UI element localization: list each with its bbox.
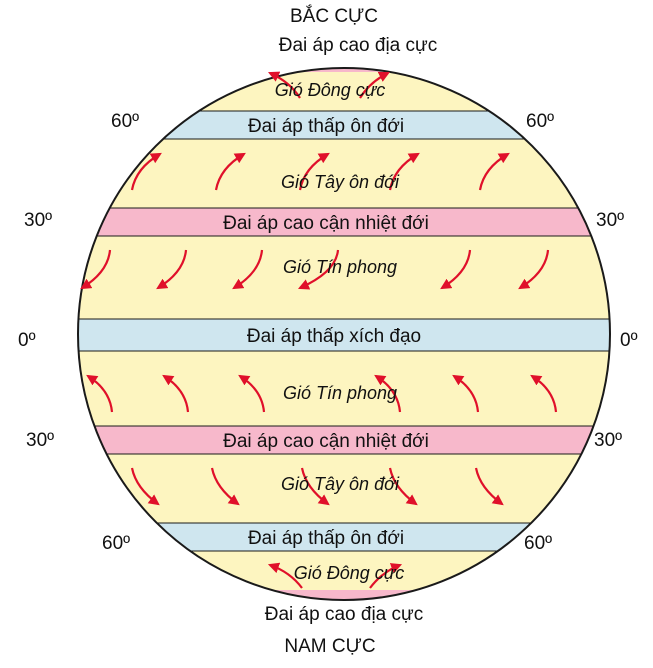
- wind-arrow: [369, 563, 403, 589]
- polar-high-north-label: Đai áp cao địa cực: [278, 35, 438, 56]
- equatorial-low-band: [78, 318, 610, 352]
- lat-30-north-left: 30º: [24, 210, 53, 231]
- subtropical-high-south-label: Đai áp cao cận nhiệt đới: [223, 431, 429, 452]
- earth-outline: [77, 67, 611, 601]
- wind-arrow: [80, 249, 112, 290]
- north-pole-label: BẮC CỰC: [289, 6, 379, 27]
- lat-60-north-left: 60º: [111, 111, 140, 132]
- wind-arrow: [238, 374, 266, 413]
- wind-arrow: [359, 72, 390, 99]
- lat-30-south-right: 30º: [594, 430, 623, 451]
- lat-30-north-right: 30º: [596, 210, 625, 231]
- westerly-south-label: Gió Tây ôn đới: [281, 474, 400, 494]
- polar-high-south-band: [78, 590, 610, 600]
- wind-arrow: [214, 152, 246, 191]
- wind-arrow: [86, 374, 114, 413]
- lat-60-south-right: 60º: [524, 533, 553, 554]
- wind-arrow: [452, 374, 480, 413]
- subtropical-high-north-label: Đai áp cao cận nhiệt đới: [223, 213, 429, 234]
- trade-south-label: Gió Tín phong: [283, 383, 397, 403]
- wind-arrow: [130, 152, 162, 191]
- wind-arrow: [388, 152, 420, 191]
- wind-arrow: [530, 374, 558, 413]
- polar-easterly-south-label: Gió Đông cực: [294, 563, 404, 583]
- subpolar-low-south-label: Đai áp thấp ôn đới: [248, 528, 404, 549]
- equatorial-low-label: Đai áp thấp xích đạo: [247, 326, 421, 347]
- wind-arrow: [474, 467, 504, 506]
- wind-arrow: [298, 152, 330, 191]
- subtropical-high-south-band: [78, 425, 610, 455]
- polar-high-north-band: [78, 68, 610, 72]
- wind-arrow: [374, 374, 402, 413]
- lat-0-right: 0º: [620, 330, 638, 351]
- wind-arrow: [232, 249, 264, 290]
- trade-north-label: Gió Tín phong: [283, 257, 397, 277]
- wind-arrow: [297, 249, 340, 290]
- lat-60-north-right: 60º: [526, 111, 555, 132]
- wind-arrow: [162, 374, 190, 413]
- wind-arrow: [300, 467, 330, 506]
- wind-arrow: [518, 249, 550, 290]
- polar-high-south-label: Đai áp cao địa cực: [264, 604, 424, 625]
- subtropical-high-north-band: [78, 207, 610, 237]
- south-pole-label: NAM CỰC: [284, 636, 376, 657]
- lat-30-south-left: 30º: [26, 430, 55, 451]
- subpolar-low-north-label: Đai áp thấp ôn đới: [248, 116, 404, 137]
- wind-arrow: [210, 467, 240, 506]
- wind-arrow: [440, 249, 472, 290]
- polar-easterly-north-label: Gió Đông cực: [275, 80, 385, 100]
- wind-arrow: [388, 467, 418, 506]
- wind-arrow: [130, 467, 160, 506]
- wind-arrow: [267, 71, 301, 99]
- wind-arrow: [267, 562, 303, 589]
- wind-arrow: [478, 152, 510, 191]
- lat-0-left: 0º: [18, 330, 36, 351]
- westerly-north-label: Gió Tây ôn đới: [281, 172, 400, 192]
- wind-arrow: [156, 249, 188, 290]
- lat-60-south-left: 60º: [102, 533, 131, 554]
